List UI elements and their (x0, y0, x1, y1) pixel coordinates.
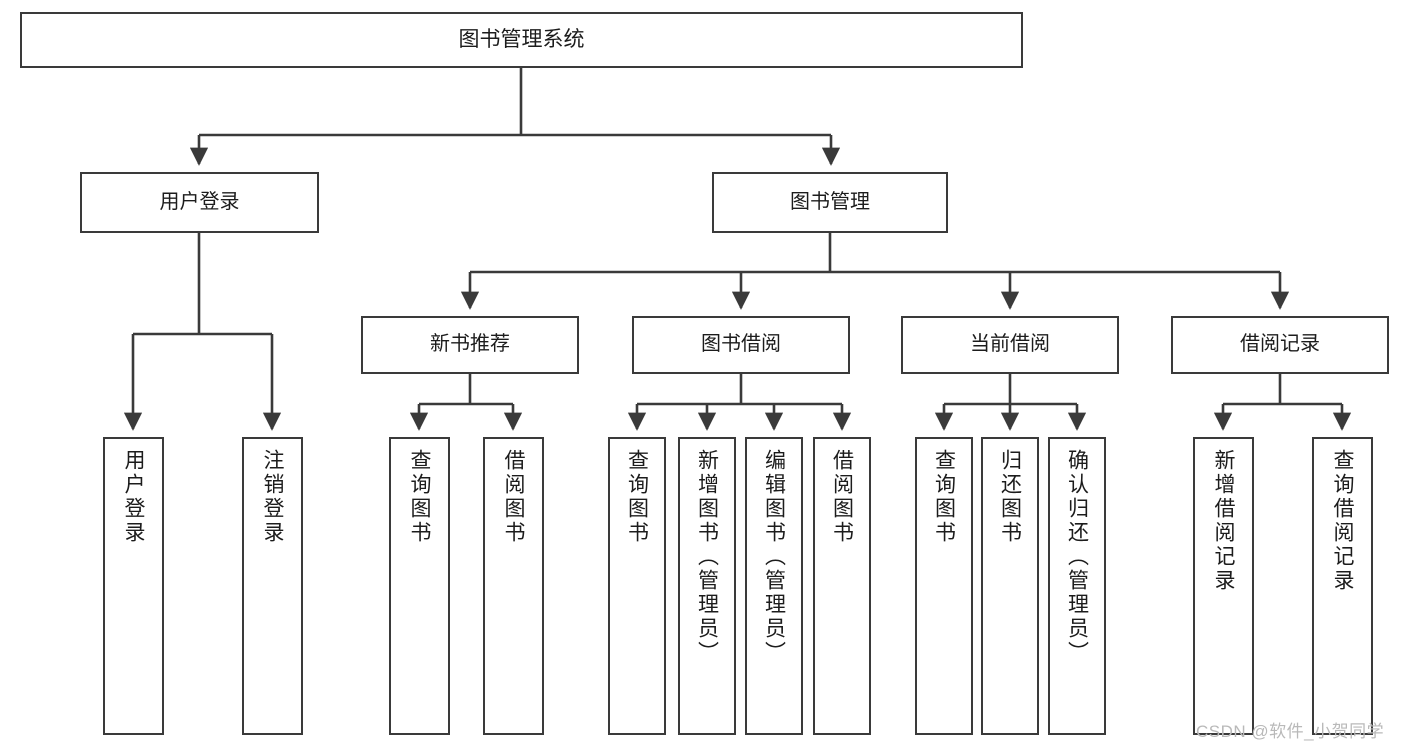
leaf-borrow-book[interactable]: 借阅图书 (813, 437, 871, 735)
node-root-label: 图书管理系统 (458, 27, 585, 51)
node-book-manage-label: 图书管理 (790, 190, 870, 213)
node-borrow-record-label: 借阅记录 (1240, 333, 1320, 356)
node-borrow-record[interactable]: 借阅记录 (1171, 316, 1389, 374)
leaf-confirm-return[interactable]: 确认归还（管理员） (1048, 437, 1106, 735)
node-root[interactable]: 图书管理系统 (20, 12, 1023, 68)
leaf-query-book-borrow-label: 查询图书 (625, 449, 649, 545)
node-new-book-rec[interactable]: 新书推荐 (361, 316, 579, 374)
leaf-user-logout[interactable]: 注销登录 (242, 437, 303, 735)
leaf-add-book[interactable]: 新增图书（管理员） (678, 437, 736, 735)
node-user-login-label: 用户登录 (159, 190, 240, 213)
leaf-query-record-label: 查询借阅记录 (1331, 449, 1354, 593)
csdn-watermark: CSDN @软件_小贺同学 (1196, 722, 1385, 741)
leaf-add-record[interactable]: 新增借阅记录 (1193, 437, 1254, 735)
leaf-borrow-book-rec[interactable]: 借阅图书 (483, 437, 544, 735)
leaf-edit-book[interactable]: 编辑图书（管理员） (745, 437, 803, 735)
leaf-add-book-label: 新增图书（管理员） (695, 449, 719, 665)
node-book-borrow-label: 图书借阅 (701, 333, 781, 356)
leaf-query-record[interactable]: 查询借阅记录 (1312, 437, 1373, 735)
leaf-user-logout-label: 注销登录 (261, 449, 284, 545)
leaf-query-book-cur-label: 查询图书 (932, 449, 956, 545)
node-user-login[interactable]: 用户登录 (80, 172, 319, 233)
leaf-borrow-book-rec-label: 借阅图书 (502, 449, 525, 545)
node-book-manage[interactable]: 图书管理 (712, 172, 948, 233)
leaf-add-record-label: 新增借阅记录 (1212, 449, 1235, 593)
leaf-user-login-label: 用户登录 (122, 449, 145, 545)
node-current-borrow[interactable]: 当前借阅 (901, 316, 1119, 374)
leaf-return-book[interactable]: 归还图书 (981, 437, 1039, 735)
node-book-borrow[interactable]: 图书借阅 (632, 316, 850, 374)
leaf-return-book-label: 归还图书 (998, 449, 1022, 545)
node-current-borrow-label: 当前借阅 (970, 333, 1050, 356)
leaf-user-login[interactable]: 用户登录 (103, 437, 164, 735)
leaf-query-book-rec-label: 查询图书 (408, 449, 431, 545)
leaf-query-book-borrow[interactable]: 查询图书 (608, 437, 666, 735)
node-new-book-rec-label: 新书推荐 (430, 333, 510, 356)
leaf-query-book-cur[interactable]: 查询图书 (915, 437, 973, 735)
leaf-edit-book-label: 编辑图书（管理员） (762, 449, 786, 665)
leaf-confirm-return-label: 确认归还（管理员） (1065, 449, 1089, 665)
leaf-query-book-rec[interactable]: 查询图书 (389, 437, 450, 735)
leaf-borrow-book-label: 借阅图书 (830, 449, 854, 545)
